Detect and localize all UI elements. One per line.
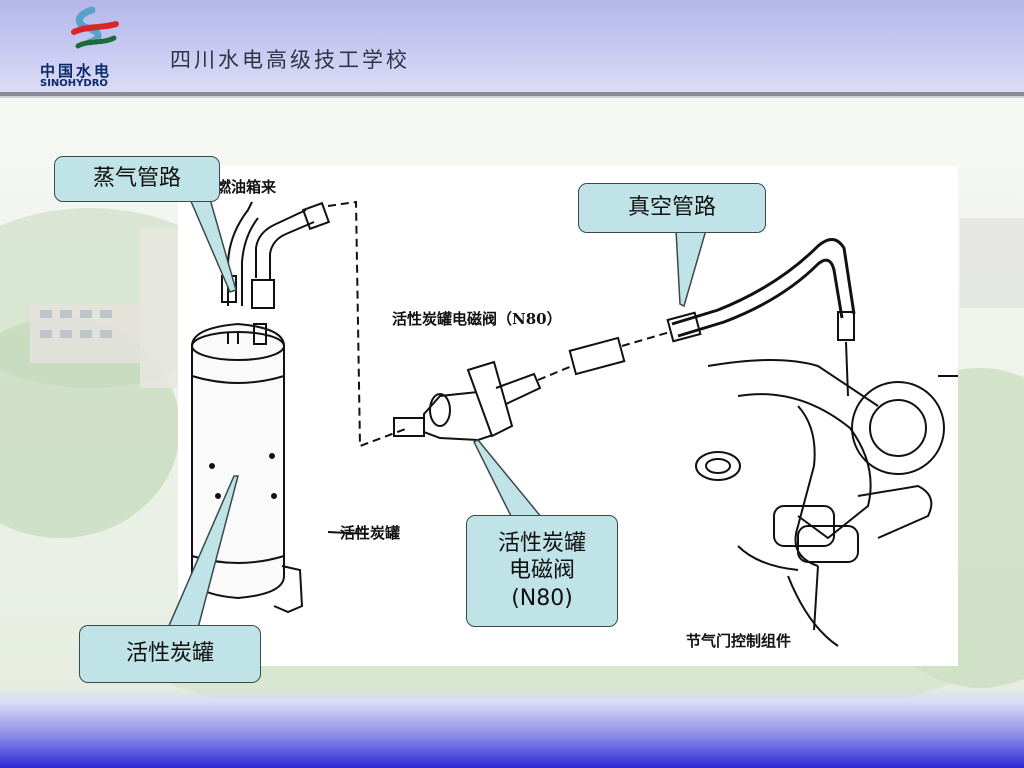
solenoid-callout-line3: (N80) xyxy=(511,585,573,611)
header-divider-light xyxy=(0,96,1024,98)
solenoid-label: 活性炭罐电磁阀（N80） xyxy=(392,310,562,328)
school-name: 四川水电高级技工学校 xyxy=(170,48,410,72)
footer-band xyxy=(0,688,1024,768)
vacuum-line-callout: 真空管路 xyxy=(578,183,766,233)
throttle-label: 节气门控制组件 xyxy=(686,632,792,650)
solenoid-callout: 活性炭罐 电磁阀 (N80) xyxy=(466,515,618,627)
fuel-tank-label: 燃油箱来 xyxy=(216,178,277,196)
logo-en-text: SINOHYDRO xyxy=(40,78,108,89)
canister-label: 活性炭罐 xyxy=(340,524,401,542)
steam-line-callout-text: 蒸气管路 xyxy=(92,166,181,192)
solenoid-callout-line2: 电磁阀 xyxy=(508,558,575,584)
vacuum-line-callout-text: 真空管路 xyxy=(627,195,716,221)
canister-callout-text: 活性炭罐 xyxy=(125,641,214,667)
steam-line-callout: 蒸气管路 xyxy=(54,156,220,202)
canister-callout: 活性炭罐 xyxy=(79,625,261,683)
header-divider xyxy=(0,92,1024,96)
solenoid-callout-line1: 活性炭罐 xyxy=(497,530,586,556)
header-band xyxy=(0,0,1024,92)
sinohydro-logo-icon xyxy=(71,6,119,49)
logo-cn-text: 中国水电 xyxy=(40,62,113,80)
